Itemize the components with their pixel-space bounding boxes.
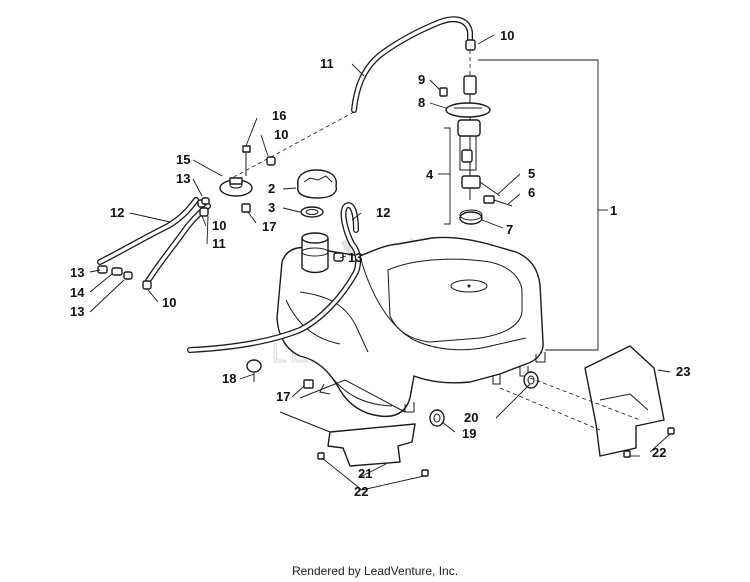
grommet-19-20 xyxy=(429,371,539,427)
gas-cap-2 xyxy=(297,169,338,199)
callout-3: 3 xyxy=(268,200,275,215)
footer-credit: Rendered by LeadVenture, Inc. xyxy=(291,564,459,578)
callout-21: 21 xyxy=(358,466,372,481)
screw-9 xyxy=(439,87,448,97)
callout-16: 16 xyxy=(272,108,286,123)
callout-11: 11 xyxy=(212,236,226,251)
callout-10: 10 xyxy=(212,218,226,233)
callout-7: 7 xyxy=(506,222,513,237)
hose-route-dash xyxy=(231,111,355,179)
callout-labels: 1 2 3 4 5 6 7 8 9 10 10 10 10 11 11 12 1… xyxy=(70,28,690,499)
hose-11-upper xyxy=(351,16,473,113)
strainer-7 xyxy=(459,209,483,225)
screw-22 xyxy=(317,427,675,477)
callout-10: 10 xyxy=(500,28,514,43)
callout-14: 14 xyxy=(70,285,85,300)
callout-2: 2 xyxy=(268,181,275,196)
callout-8: 8 xyxy=(418,95,425,110)
callout-13: 13 xyxy=(176,171,190,186)
callout-19: 19 xyxy=(462,426,476,441)
heat-shield-21 xyxy=(279,379,416,467)
heat-shield-23 xyxy=(584,345,665,457)
callout-12: 12 xyxy=(376,205,390,220)
bolt-16 xyxy=(242,145,251,176)
hose-12-vent xyxy=(187,202,362,353)
callout-15: 15 xyxy=(176,152,190,167)
hose-12-left xyxy=(97,197,199,265)
callout-13: 13 xyxy=(348,250,362,265)
callout-22: 22 xyxy=(354,484,368,499)
callout-10: 10 xyxy=(162,295,176,310)
callout-17: 17 xyxy=(262,219,276,234)
callout-11: 11 xyxy=(320,56,334,71)
callout-4: 4 xyxy=(426,167,434,182)
fuel-tank xyxy=(276,232,546,418)
callout-6: 6 xyxy=(528,185,535,200)
callout-18: 18 xyxy=(222,371,236,386)
callout-1: 1 xyxy=(610,203,617,218)
callout-17: 17 xyxy=(276,389,290,404)
callout-10: 10 xyxy=(274,127,288,142)
leader-lines xyxy=(89,34,671,491)
bolt-18 xyxy=(246,359,262,382)
callout-13: 13 xyxy=(70,304,84,319)
callout-22: 22 xyxy=(652,445,666,460)
callout-23: 23 xyxy=(676,364,690,379)
callout-13: 13 xyxy=(70,265,84,280)
fuel-pump-assembly-1 xyxy=(445,75,513,207)
callout-9: 9 xyxy=(418,72,425,87)
valve-15 xyxy=(219,177,253,197)
gasket-3 xyxy=(300,206,324,218)
callout-5: 5 xyxy=(528,166,535,181)
callout-20: 20 xyxy=(464,410,478,425)
fitting-13-14 xyxy=(97,197,344,280)
callout-12: 12 xyxy=(110,205,124,220)
nut-17 xyxy=(241,203,314,389)
